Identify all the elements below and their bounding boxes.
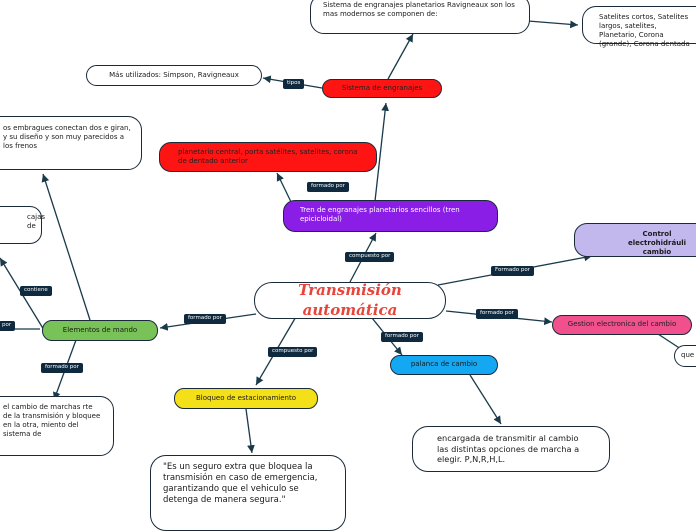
gestion-electronica-node[interactable]: Gestion electronica del cambio: [552, 315, 692, 335]
link-label-compuesto-por: compuesto por: [268, 347, 318, 357]
link-label-formado-por: formado por: [41, 363, 83, 373]
control-electrohidraulico-node[interactable]: Control electrohidráuli cambio: [574, 223, 696, 257]
bloqueo-estacionamiento-node[interactable]: Bloqueo de estacionamiento: [174, 388, 318, 409]
link-label-por: por: [0, 321, 16, 331]
que-node[interactable]: que: [674, 345, 696, 367]
link-label-tipos: tipos: [283, 79, 305, 89]
link-label-formado-por: formado por: [476, 309, 518, 319]
elementos-de-mando-node[interactable]: Elementos de mando: [42, 320, 158, 341]
palanca-description-node[interactable]: encargada de transmitir al cambio las di…: [412, 426, 610, 472]
link-label-formado-por: formado por: [381, 332, 423, 342]
planetario-central-node[interactable]: planetario central, porta satélites, sat…: [159, 142, 377, 172]
satelites-node[interactable]: Satelites cortos, Satelites largos, sate…: [582, 6, 696, 48]
link-label-compuesto-por: compuesto por: [345, 252, 395, 262]
embragues-node[interactable]: os embragues conectan dos e giran, y su …: [0, 116, 142, 170]
link-label-contiene: contiene: [20, 286, 52, 296]
link-label-formado-por: formado por: [307, 182, 349, 192]
palanca-de-cambio-node[interactable]: palanca de cambio: [390, 355, 498, 375]
tren-engranajes-node[interactable]: Tren de engranajes planetarios sencillos…: [283, 200, 498, 232]
cajas-node[interactable]: cajas de: [0, 206, 45, 244]
central-topic[interactable]: Transmisión automática: [254, 281, 446, 319]
cambio-marchas-node[interactable]: el cambio de marchas rte de la transmisi…: [0, 396, 114, 456]
link-label-formado-por: formado por: [184, 314, 226, 324]
ravigneaux-description-node[interactable]: Sistema de engranajes planetarios Ravign…: [310, 0, 530, 34]
mas-utilizados-node[interactable]: Más utilizados: Simpson, Ravigneaux: [86, 65, 262, 86]
link-label-formado-por: Formado por: [491, 266, 534, 276]
sistema-engranajes-node[interactable]: Sistema de engranajes: [322, 79, 442, 98]
